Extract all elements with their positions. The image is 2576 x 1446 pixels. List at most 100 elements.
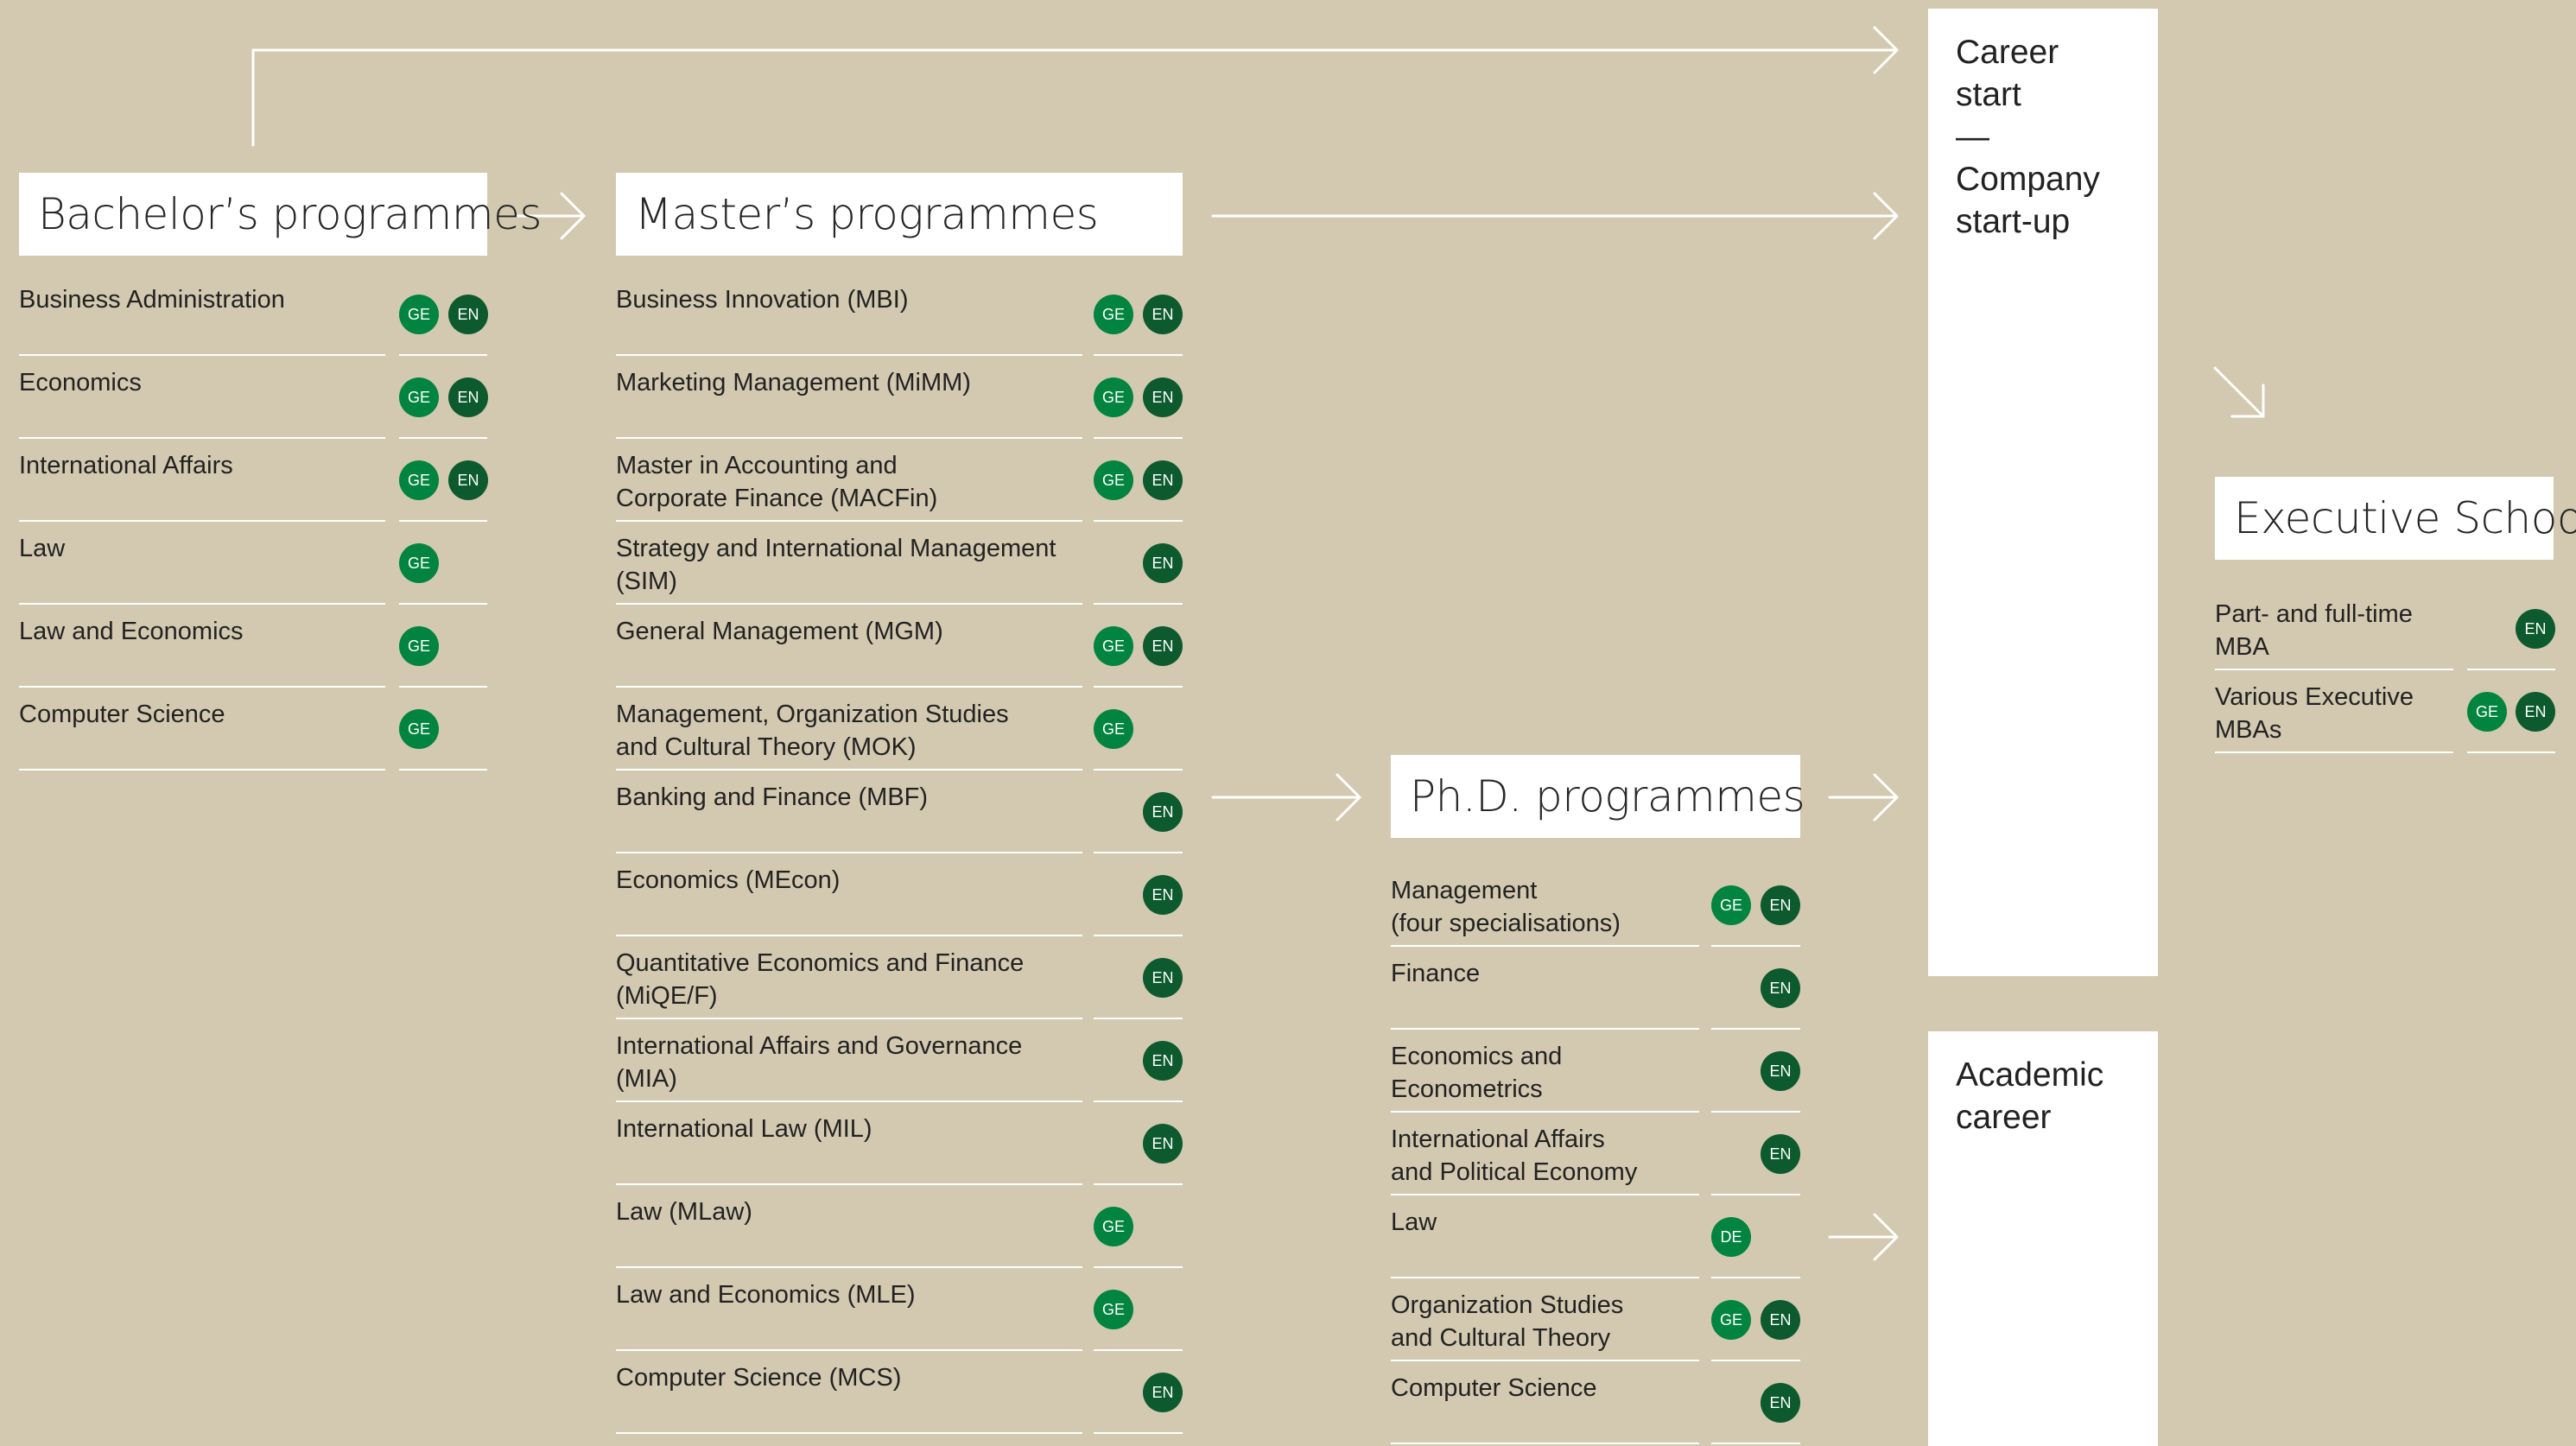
row-divider [1711,1194,1800,1195]
language-badge-en: EN [1761,1383,1800,1423]
row-divider [616,686,1082,688]
phd-programme-label: International Affairs and Political Econ… [1391,1126,1638,1186]
language-badge-en: EN [1761,968,1800,1008]
master-programme-label: Economics (MEcon) [616,866,841,894]
row-divider [616,520,1082,522]
master-programme-row: Computer Science (MCS)EN [616,1351,1183,1434]
master-programme-row: International Affairs and Governance (MI… [616,1019,1183,1102]
arrow-master-to-career [1211,192,1899,240]
row-divider [19,769,385,771]
phd-programme-label: Law [1391,1208,1437,1236]
row-divider [1094,852,1183,853]
phd-programme-label: Organization Studies and Cultural Theory [1391,1291,1624,1352]
academic-career-text: Academic career [1956,1056,2104,1136]
master-programme-label: Strategy and International Management (S… [616,535,1056,595]
language-badge-en: EN [1143,1124,1183,1164]
language-badge-en: EN [1143,875,1183,915]
row-divider [1094,437,1183,439]
executive-header: Executive School [2215,477,2576,560]
row-divider [1391,1277,1699,1278]
row-divider [399,686,487,688]
row-divider [1391,945,1699,947]
row-divider [1391,1111,1699,1113]
row-divider [1094,769,1183,771]
language-badge-en: EN [1761,1051,1800,1091]
language-badge-ge: GE [399,377,439,417]
row-divider [1391,1443,1699,1444]
phd-programme-row: Finance EN [1391,947,1800,1030]
master-programme-label: Law (MLaw) [616,1198,752,1226]
row-divider [616,1432,1082,1434]
language-badge-en: EN [1143,1373,1183,1412]
career-start-box: Career start — Company start-up [1928,9,2158,976]
language-badge-ge: GE [1711,885,1751,925]
master-programme-row: Master in Accounting and Corporate Finan… [616,439,1183,522]
row-divider [616,1100,1082,1102]
language-badge-ge: GE [1711,1300,1751,1340]
master-programme-label: Banking and Finance (MBF) [616,783,929,811]
executive-programme-row: Part- and full-time MBA EN [2215,587,2555,670]
row-divider [399,769,487,771]
row-divider [1094,1349,1183,1351]
bachelor-programme-label: International Affairs [19,452,233,479]
language-badge-ge: GE [399,709,439,749]
language-badge-ge: GE [1094,626,1133,666]
language-badge-ge: GE [399,460,439,500]
master-programme-label: International Law (MIL) [616,1115,872,1143]
row-divider [616,852,1082,853]
master-programme-label: Law and Economics (MLE) [616,1281,916,1309]
language-badge-en: EN [1761,1134,1800,1174]
language-badge-en: EN [448,295,488,334]
master-programme-label: Master in Accounting and Corporate Finan… [616,452,938,512]
row-divider [2467,752,2555,753]
master-programme-row: Banking and Finance (MBF)EN [616,771,1183,853]
language-badge-en: EN [2516,609,2555,649]
master-programme-row: Law (MLaw)GE [616,1185,1183,1268]
academic-career-box: Academic career [1928,1031,2158,1446]
language-badge-ge: GE [399,626,439,666]
master-programme-row: International Law (MIL) EN [616,1102,1183,1185]
master-programme-label: Business Innovation (MBI) [616,286,909,314]
row-divider [1094,520,1183,522]
language-badge-ge: GE [1094,460,1133,500]
row-divider [616,603,1082,605]
bachelor-to-career-connector [251,48,1899,147]
row-divider [1094,1100,1183,1102]
arrow-phd-to-career [1828,773,1899,821]
phd-programme-label: Finance [1391,960,1481,987]
phd-programme-row: Organization Studies and Cultural Theory… [1391,1278,1800,1361]
language-badge-en: EN [2516,692,2555,732]
row-divider [1094,1266,1183,1268]
row-divider [1094,354,1183,356]
language-badge-ge: GE [1094,377,1133,417]
phd-programme-label: Computer Science [1391,1374,1597,1402]
executive-programme-label: Part- and full-time MBA [2215,600,2413,661]
row-divider [1094,1432,1183,1434]
row-divider [399,603,487,605]
row-divider [19,603,385,605]
master-programme-row: Strategy and International Management (S… [616,522,1183,605]
master-programme-label: International Affairs and Governance (MI… [616,1032,1023,1093]
row-divider [616,437,1082,439]
row-divider [1711,1443,1800,1444]
row-divider [1094,686,1183,688]
row-divider [616,1266,1082,1268]
phd-programme-label: Management (four specialisations) [1391,877,1621,937]
bachelor-programme-label: Economics [19,369,142,396]
row-divider [2215,752,2453,753]
row-divider [399,437,487,439]
arrowhead-career-top [1873,26,1899,74]
language-badge-en: EN [1143,958,1183,998]
master-programme-label: General Management (MGM) [616,618,943,645]
phd-programme-label: Economics and Econometrics [1391,1043,1563,1103]
